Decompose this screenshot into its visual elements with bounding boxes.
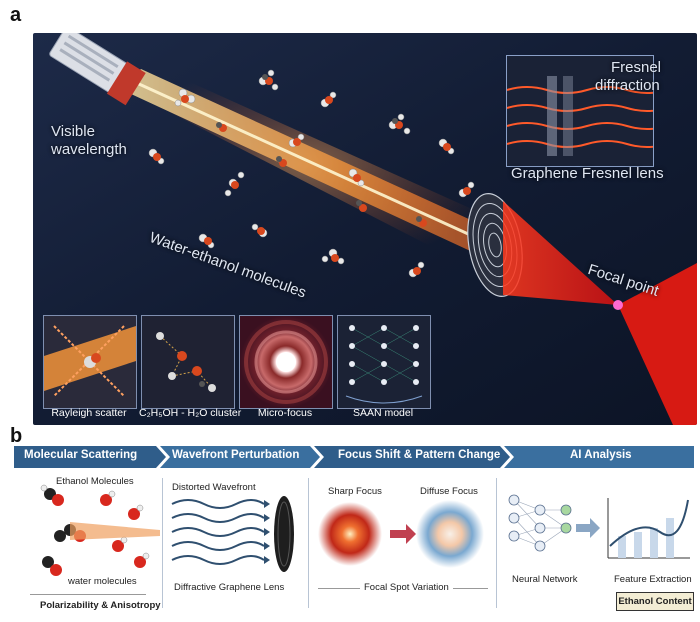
- sharp-focus-label: Sharp Focus: [328, 486, 382, 497]
- panel-a-illustration: Visible wavelength Water-ethanol molecul…: [33, 33, 697, 425]
- ethanol-content-box: Ethanol Content: [616, 592, 694, 611]
- rayleigh-scatter-graphic: [44, 316, 136, 408]
- saan-caption: SAAN model: [352, 407, 414, 419]
- rayleigh-caption: Rayleigh scatter: [51, 407, 127, 419]
- wavelength-label: wavelength: [51, 141, 127, 158]
- distorted-wavefront-label: Distorted Wavefront: [172, 482, 256, 493]
- fresnel-label: Fresnel: [611, 59, 662, 76]
- neural-network-label: Neural Network: [512, 574, 578, 585]
- stage-label-wavefront-perturbation: Wavefront Perturbation: [172, 449, 300, 461]
- stage-label-molecular-scattering: Molecular Scattering: [24, 449, 138, 461]
- stage-arrow-3: [314, 446, 510, 468]
- saan-network-graphic: [338, 316, 430, 408]
- shift-arrow-icon: [390, 524, 416, 544]
- diffuse-focus-label: Diffuse Focus: [420, 486, 478, 497]
- focus-shift-graphic: [318, 500, 484, 568]
- micro-focus-graphic: [240, 316, 332, 408]
- stage-arrow-1: [14, 446, 166, 468]
- ai-analysis-graphic: [508, 494, 690, 559]
- diffraction-label: diffraction: [595, 77, 660, 94]
- water-molecules-label: water molecules: [68, 576, 137, 587]
- arrow-icon: [576, 518, 600, 538]
- water-molecule-icon: [100, 490, 150, 568]
- micro-focus-inset: [239, 315, 333, 409]
- focal-spot-variation-label: Focal Spot Variation: [360, 582, 453, 593]
- graphene-lens-icon: [274, 496, 294, 572]
- stage-arrow-bar: [14, 446, 694, 468]
- graphene-lens-label: Graphene Fresnel lens: [511, 165, 664, 182]
- stage-arrow-2: [160, 446, 320, 468]
- stage-divider: [496, 478, 497, 608]
- wavefront-graphic: [171, 496, 294, 572]
- stage-label-focus-shift: Focus Shift & Pattern Change: [338, 449, 501, 461]
- stage-divider: [162, 478, 163, 608]
- saan-model-inset: [337, 315, 431, 409]
- cluster-graphic: [142, 316, 234, 408]
- divider-line: [30, 594, 146, 595]
- rayleigh-scatter-inset: [43, 315, 137, 409]
- visible-label: Visible: [51, 123, 95, 140]
- scatter-beam: [70, 522, 160, 540]
- polarizability-label: Polarizability & Anisotropy: [40, 600, 161, 611]
- molecules-graphic: [40, 484, 160, 576]
- micro-focus-caption: Micro-focus: [257, 407, 313, 419]
- diffractive-lens-label: Diffractive Graphene Lens: [174, 582, 285, 593]
- panel-b-letter: b: [10, 425, 23, 447]
- feature-extraction-label: Feature Extraction: [614, 574, 692, 585]
- panel-a-letter: a: [10, 4, 22, 26]
- ethanol-molecules-label: Ethanol Molecules: [56, 476, 134, 487]
- diffuse-focus-spot: [416, 500, 484, 568]
- cluster-inset: [141, 315, 235, 409]
- trend-chart-icon: [607, 498, 690, 559]
- neural-network-icon: [508, 494, 572, 552]
- water-ethanol-molecules: [148, 69, 475, 278]
- stage-arrow-4: [504, 446, 694, 468]
- cluster-caption: C₂H₅OH - H₂O cluster: [139, 407, 242, 419]
- stage-divider: [308, 478, 309, 608]
- fresnel-wave-graphic: [507, 56, 653, 166]
- sharp-focus-spot: [318, 502, 382, 566]
- fresnel-diffraction-inset: [506, 55, 654, 167]
- stage-label-ai-analysis: AI Analysis: [570, 449, 632, 461]
- laser-emitter-icon: [49, 33, 146, 106]
